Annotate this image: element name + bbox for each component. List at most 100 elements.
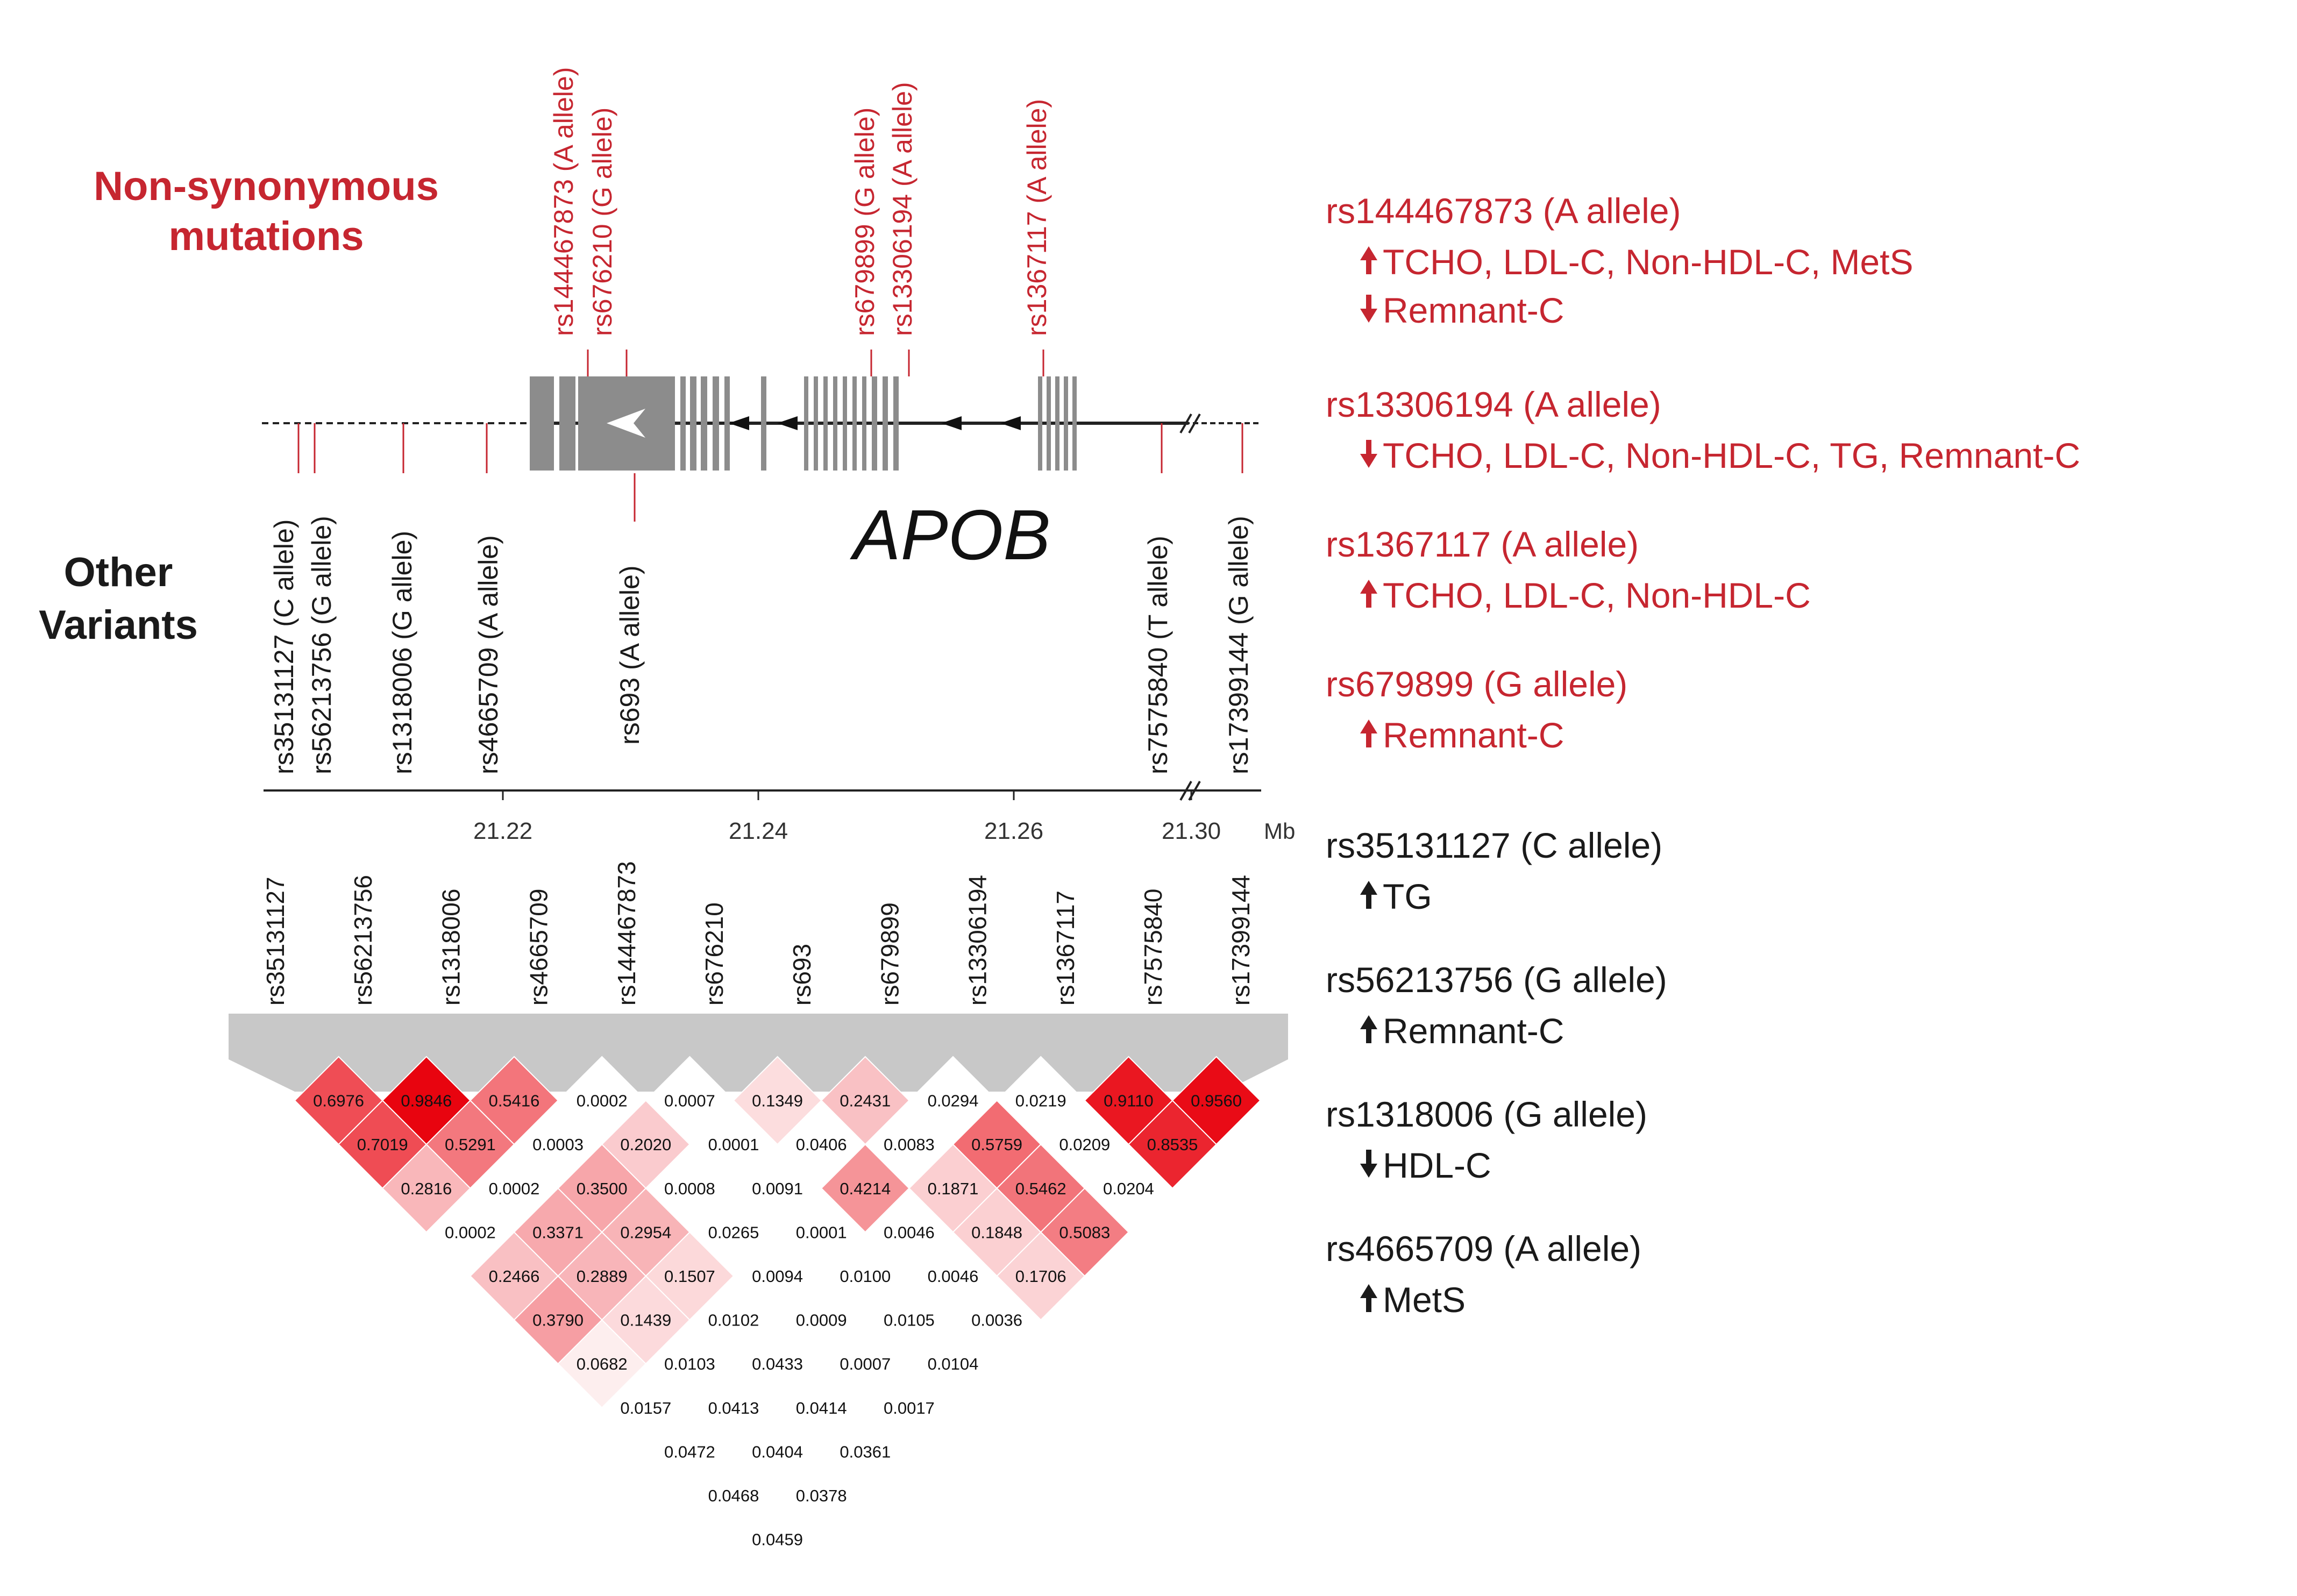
ld-value: 0.9110 <box>1104 1092 1154 1110</box>
exon <box>843 376 847 471</box>
exon <box>713 376 719 471</box>
legend-effect: TCHO, LDL-C, Non-HDL-C, MetS <box>1383 242 1914 282</box>
ld-value: 0.0102 <box>708 1311 759 1330</box>
exon <box>1055 376 1059 471</box>
ld-gray-band <box>229 1014 1288 1092</box>
arrow-up-icon <box>1360 580 1377 608</box>
ld-value: 0.0007 <box>840 1355 891 1373</box>
nonsyn-heading-line1: Non-synonymous <box>94 163 439 209</box>
legend-effect: Remnant-C <box>1383 1011 1564 1051</box>
ld-value: 0.0378 <box>796 1486 847 1505</box>
ld-value: 0.9560 <box>1191 1092 1242 1110</box>
exon <box>690 376 696 471</box>
gene-break-mark <box>1179 414 1201 433</box>
exon <box>724 376 730 471</box>
direction-arrow-large <box>607 409 645 438</box>
exon <box>761 376 766 471</box>
ld-value: 0.1706 <box>1015 1267 1066 1286</box>
legend-snp: rs1367117 (A allele) <box>1326 524 1639 564</box>
ld-value: 0.0100 <box>840 1267 891 1286</box>
ld-value: 0.0219 <box>1015 1092 1066 1110</box>
headings: Non-synonymous mutations Other Variants <box>39 163 439 648</box>
exon <box>530 376 554 471</box>
ld-value: 0.6976 <box>313 1092 364 1110</box>
ld-value: 0.5291 <box>445 1135 496 1154</box>
ld-value: 0.0036 <box>971 1311 1022 1330</box>
ld-value: 0.0083 <box>884 1135 935 1154</box>
ld-value: 0.0472 <box>664 1442 715 1461</box>
exon <box>814 376 818 471</box>
legend-snp: rs35131127 (C allele) <box>1326 825 1662 865</box>
arrow-down-icon <box>1360 295 1377 323</box>
exon <box>833 376 837 471</box>
ld-value: 0.0008 <box>664 1179 715 1198</box>
ld-value: 0.0104 <box>928 1355 979 1373</box>
ld-value: 0.8535 <box>1147 1135 1198 1154</box>
axis-tick-label: 21.22 <box>473 818 532 844</box>
exon <box>1072 376 1077 471</box>
ld-value: 0.0046 <box>928 1267 979 1286</box>
exon <box>883 376 888 471</box>
other-variant-label: rs35131127 (C allele) <box>269 519 299 774</box>
axis-tick-label: 21.26 <box>984 818 1043 844</box>
legend-snp: rs4665709 (A allele) <box>1326 1229 1641 1269</box>
legend-effect: HDL-C <box>1383 1145 1491 1185</box>
ld-value: 0.0002 <box>445 1223 496 1242</box>
strand-arrows <box>729 416 1021 430</box>
legend-effect: Remnant-C <box>1383 715 1564 755</box>
legend-effect: TCHO, LDL-C, Non-HDL-C, TG, Remnant-C <box>1383 436 2080 475</box>
ld-value: 0.5759 <box>971 1135 1022 1154</box>
ld-snp-label: rs4665709 <box>525 889 553 1006</box>
exon <box>804 376 808 471</box>
other-variant-label: rs7575840 (T allele) <box>1143 536 1173 774</box>
gene-model: APOB <box>262 376 1261 574</box>
ld-snp-label: rs693 <box>788 944 816 1006</box>
exon <box>872 376 877 471</box>
exons <box>530 376 1077 471</box>
ld-value: 0.3790 <box>532 1311 584 1330</box>
arrow-down-icon <box>1360 1150 1377 1178</box>
other-heading-line1: Other <box>64 550 173 595</box>
ld-value: 0.1507 <box>664 1267 715 1286</box>
ld-value: 0.0105 <box>884 1311 935 1330</box>
legend-effect: TG <box>1383 877 1432 916</box>
ld-value: 0.0459 <box>752 1530 803 1549</box>
axis-unit-label: Mb <box>1264 818 1295 844</box>
ld-value: 0.2020 <box>620 1135 671 1154</box>
exon <box>852 376 857 471</box>
ld-value: 0.0001 <box>708 1135 759 1154</box>
ld-value: 0.0406 <box>796 1135 847 1154</box>
legend-snp: rs144467873 (A allele) <box>1326 191 1681 231</box>
ld-snp-label: rs13306194 <box>964 875 992 1006</box>
ld-value: 0.0682 <box>577 1355 628 1373</box>
ld-value: 0.0433 <box>752 1355 803 1373</box>
ld-value: 0.5083 <box>1059 1223 1110 1242</box>
other-heading-line2: Variants <box>39 602 198 648</box>
strand-arrow <box>1000 416 1021 430</box>
ld-value: 0.0002 <box>489 1179 540 1198</box>
ld-snp-label: rs144467873 <box>613 861 641 1006</box>
legend-snp: rs56213756 (G allele) <box>1326 960 1667 1000</box>
legend-snp: rs679899 (G allele) <box>1326 664 1627 704</box>
axis-tick-label: 21.24 <box>729 818 788 844</box>
ld-value: 0.2431 <box>840 1092 891 1110</box>
ld-snp-label: rs35131127 <box>261 877 289 1006</box>
nonsyn-snp-label: rs144467873 (A allele) <box>549 67 579 336</box>
exon <box>1038 376 1042 471</box>
legend-effect: TCHO, LDL-C, Non-HDL-C <box>1383 575 1811 615</box>
ld-value: 0.0294 <box>928 1092 979 1110</box>
ld-snp-label: rs56213756 <box>349 875 377 1006</box>
ld-value: 0.1349 <box>752 1092 803 1110</box>
exon <box>701 376 707 471</box>
ld-value: 0.0003 <box>532 1135 584 1154</box>
arrow-up-icon <box>1360 1015 1377 1043</box>
ld-value: 0.0007 <box>664 1092 715 1110</box>
ld-value: 0.0091 <box>752 1179 803 1198</box>
exon <box>823 376 828 471</box>
ld-snp-label: rs17399144 <box>1227 875 1255 1006</box>
ld-snp-label: rs1318006 <box>437 889 465 1006</box>
ld-value: 0.1439 <box>620 1311 671 1330</box>
